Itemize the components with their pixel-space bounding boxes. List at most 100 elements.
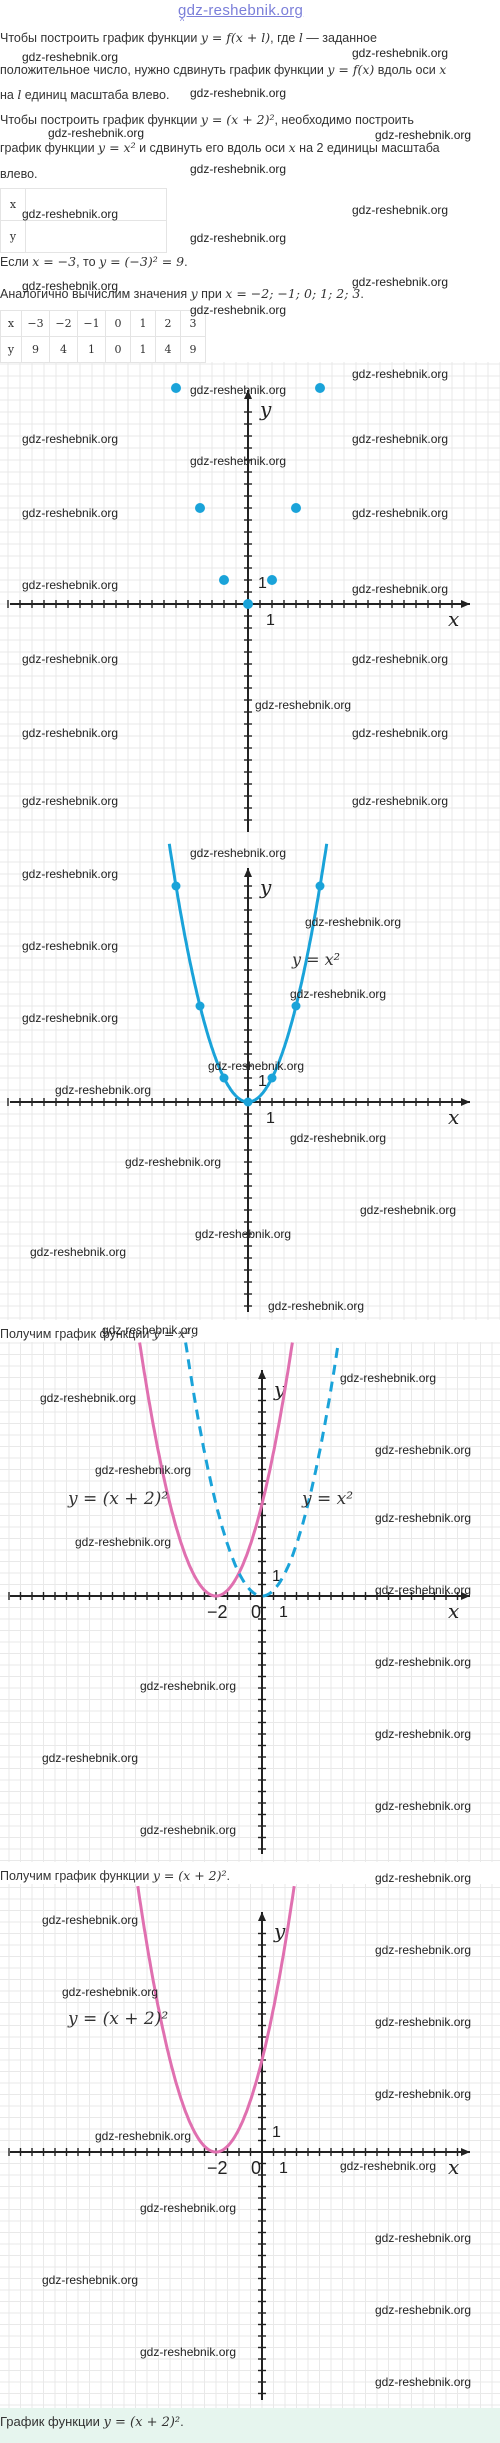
x-axis-label: x [448, 607, 459, 631]
caption-shifted: Получим график функции y = (x + 2)². [0, 1868, 500, 1884]
data-point [315, 881, 325, 891]
tick-label-one: 1 [266, 612, 275, 629]
x-axis-arrow [461, 1592, 470, 1600]
watermark: gdz-reshebnik.org [375, 2087, 472, 2101]
math: y = f(x + l) [200, 30, 271, 45]
grid [0, 1342, 500, 1862]
watermark: gdz-reshebnik.org [375, 1583, 472, 1597]
text: вдоль оси [374, 63, 440, 77]
watermark: gdz-reshebnik.org [125, 1155, 222, 1169]
shifted-label: y = (x + 2)² [67, 2009, 168, 2029]
y-axis-arrow [258, 1370, 266, 1379]
tick-label-one: 1 [272, 1568, 281, 1585]
text: Получим график функции [0, 1869, 153, 1883]
watermark: gdz-reshebnik.org [190, 162, 287, 176]
watermark: gdz-reshebnik.org [95, 1463, 192, 1477]
watermark: gdz-reshebnik.org [352, 203, 449, 217]
math: x = −3 [32, 254, 77, 269]
watermark: gdz-reshebnik.org [375, 2231, 472, 2245]
data-point [243, 1097, 253, 1107]
math: x = −2; −1; 0; 1; 2; 3 [225, 286, 361, 301]
tick-label-zero: 0 [251, 1602, 261, 1622]
y-axis-arrow [244, 390, 252, 399]
watermark: gdz-reshebnik.org [30, 1245, 127, 1259]
watermark: gdz-reshebnik.org [42, 1913, 139, 1927]
intro-line-3: на l единиц масштаба влево. [0, 87, 500, 103]
step-line-3: влево. [0, 167, 38, 181]
math: y = x² [98, 140, 136, 155]
table-cell: y [0, 336, 22, 363]
data-point [315, 383, 325, 393]
text: Чтобы построить график функции [0, 31, 201, 45]
value-table-empty: x y [0, 188, 167, 253]
watermark: gdz-reshebnik.org [190, 86, 287, 100]
math: y = (x + 2)² [200, 112, 275, 127]
text: Чтобы построить график функции [0, 113, 201, 127]
watermark: gdz-reshebnik.org [375, 1511, 472, 1525]
table-row-x: x −3 −2 −1 0 1 2 3 [0, 310, 206, 337]
y-axis-label: y [273, 1919, 286, 1943]
data-point [291, 1001, 301, 1011]
math: y = (x + 2)² [103, 2415, 181, 2430]
shifted-parabola-curve [136, 1885, 296, 2154]
step-line-1: Чтобы построить график функции y = (x + … [0, 112, 500, 128]
watermark: gdz-reshebnik.org [255, 698, 352, 712]
watermark: gdz-reshebnik.org [352, 794, 449, 808]
tick-label-minus-two: −2 [207, 2158, 228, 2178]
text: при [197, 287, 226, 301]
table-cell: 3 [180, 310, 206, 337]
watermark: gdz-reshebnik.org [55, 1083, 152, 1097]
tick-label-one: 1 [258, 575, 267, 592]
watermark: gdz-reshebnik.org [290, 1131, 387, 1145]
text: — заданное [302, 31, 377, 45]
text: , то [76, 255, 100, 269]
y-axis-label: y [259, 397, 272, 421]
watermark: gdz-reshebnik.org [375, 2375, 472, 2389]
watermark: gdz-reshebnik.org [190, 383, 287, 397]
watermark: gdz-reshebnik.org [22, 794, 119, 808]
x-axis-arrow [461, 600, 470, 608]
similar-line: Аналогично вычислим значения y при x = −… [0, 286, 500, 302]
watermark: gdz-reshebnik.org [340, 1371, 437, 1385]
x-axis-label: x [448, 1599, 459, 1623]
watermark: gdz-reshebnik.org [375, 2015, 472, 2029]
text: Аналогично вычислим значения [0, 287, 191, 301]
watermark: gdz-reshebnik.org [140, 1679, 237, 1693]
text: на 2 единицы масштаба [295, 141, 440, 155]
y-axis-label: y [259, 875, 272, 899]
watermark: gdz-reshebnik.org [290, 987, 387, 1001]
text: на [0, 88, 18, 102]
watermark: gdz-reshebnik.org [208, 1059, 305, 1073]
watermark: gdz-reshebnik.org [40, 1391, 137, 1405]
watermark: gdz-reshebnik.org [48, 126, 145, 140]
watermark: gdz-reshebnik.org [22, 867, 119, 881]
watermark: gdz-reshebnik.org [360, 1203, 457, 1217]
watermark: gdz-reshebnik.org [22, 432, 119, 446]
data-point [219, 575, 229, 585]
data-point [219, 1073, 229, 1083]
text: , где [270, 31, 299, 45]
site-logo[interactable]: gdz-reshebnik.org [178, 2, 304, 19]
data-point [195, 1001, 205, 1011]
text: . [360, 287, 364, 301]
tick-label-one: 1 [258, 1073, 267, 1090]
text: Получим график функции [0, 1327, 153, 1341]
x-axis-arrow [461, 2148, 470, 2156]
intro-line-1: Чтобы построить график функции y = f(x +… [0, 30, 500, 46]
shifted-label: y = (x + 2)² [67, 1489, 168, 1509]
parabola-curve [184, 1342, 340, 1598]
parabola-label: y = x² [301, 1489, 353, 1509]
watermark: gdz-reshebnik.org [22, 726, 119, 740]
data-point [171, 881, 181, 891]
watermark: gdz-reshebnik.org [22, 1011, 119, 1025]
table-cell: 9 [180, 336, 206, 363]
watermark: gdz-reshebnik.org [22, 939, 119, 953]
watermark: gdz-reshebnik.org [352, 275, 449, 289]
watermark: gdz-reshebnik.org [352, 432, 449, 446]
watermark: gdz-reshebnik.org [22, 50, 119, 64]
watermark: gdz-reshebnik.org [42, 2273, 139, 2287]
watermark: gdz-reshebnik.org [190, 454, 287, 468]
x-axis-label: x [448, 1105, 459, 1129]
